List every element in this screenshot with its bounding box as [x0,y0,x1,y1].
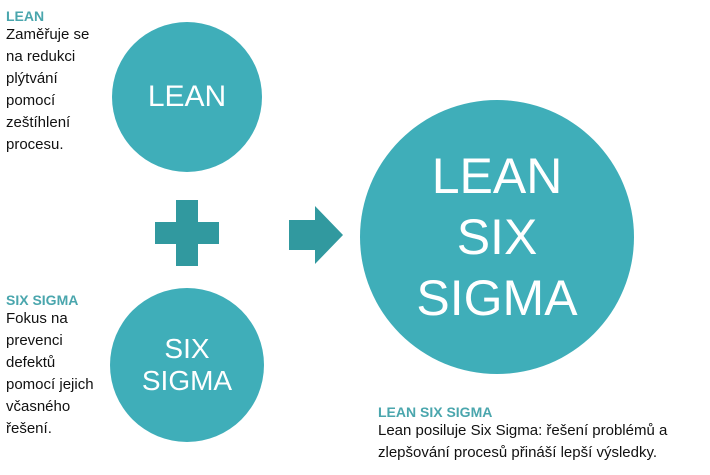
result-heading: LEAN SIX SIGMA [378,404,493,420]
lean-six-sigma-circle: LEAN SIX SIGMA [360,100,634,374]
text-line: řešení. [6,420,52,437]
lean-circle-label: LEAN [147,79,227,113]
text-line: na redukci [6,48,76,65]
text-line: defektů [6,354,56,371]
arrow-right-icon [289,206,343,264]
six-sigma-description: SIX SIGMA Fokus na prevenci defektů pomo… [6,292,94,440]
six-sigma-circle-label: SIX [164,332,210,364]
text-line: zlepšování procesů přináší lepší výsledk… [378,444,658,461]
six-sigma-circle-label: SIGMA [141,365,233,396]
text-line: plýtvání [6,70,58,87]
six-sigma-heading: SIX SIGMA [6,292,79,308]
lean-circle: LEAN [112,22,262,172]
result-circle-label: LEAN [431,147,563,204]
plus-icon [155,200,219,266]
text-line: Fokus na [6,310,68,327]
text-line: pomocí [6,92,56,109]
lean-six-sigma-description: LEAN SIX SIGMA Lean posiluje Six Sigma: … [378,404,667,464]
result-circle-label: SIGMA [416,269,578,326]
result-circle-label: SIX [456,208,538,265]
six-sigma-circle: SIX SIGMA [110,288,264,442]
text-line: pomocí jejich [6,376,94,393]
text-line: prevenci [6,332,63,349]
text-line: procesu. [6,136,64,153]
text-line: Lean posiluje Six Sigma: řešení problémů… [378,422,668,439]
lean-description: LEAN Zaměřuje se na redukci plýtvání pom… [6,8,89,156]
lean-heading: LEAN [6,8,45,24]
text-line: včasného [6,398,71,415]
text-line: Zaměřuje se [6,26,90,43]
text-line: zeštíhlení [6,114,71,131]
